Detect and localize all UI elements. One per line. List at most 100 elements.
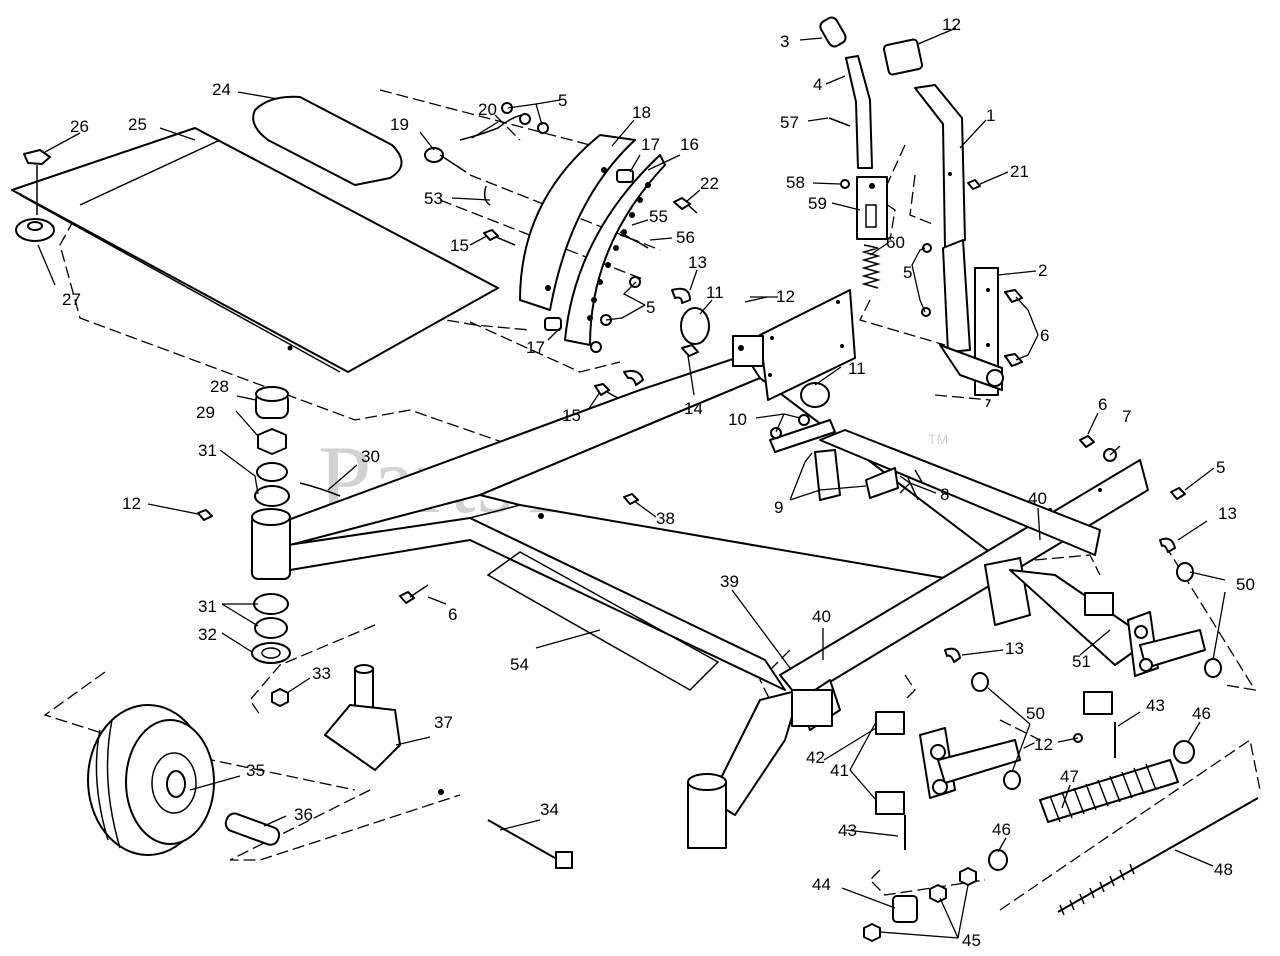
callout-47: 47 (1060, 767, 1079, 786)
callout-17-bottom: 17 (526, 338, 545, 357)
callout-35: 35 (246, 761, 265, 780)
callout-33: 33 (312, 664, 331, 683)
nut-33 (271, 688, 289, 707)
callout-6-handle: 6 (1040, 326, 1049, 345)
main-frame (287, 354, 1149, 816)
handle-left (819, 16, 888, 240)
leader-lines (37, 27, 1226, 939)
callout-13-right: 13 (1218, 504, 1237, 523)
callout-9: 9 (774, 498, 783, 517)
callout-57: 57 (780, 113, 799, 132)
callout-34: 34 (540, 800, 559, 819)
caster-fork (324, 664, 444, 795)
callout-11-bottom: 11 (848, 359, 866, 378)
callout-24: 24 (212, 80, 231, 99)
callout-48: 48 (1214, 860, 1233, 879)
callout-50-lower: 50 (1026, 704, 1045, 723)
link-assembly-9 (769, 414, 899, 501)
callout-27: 27 (62, 290, 81, 309)
callout-18: 18 (632, 103, 651, 122)
callout-60: 60 (886, 233, 905, 252)
callout-labels: 12 3 4 57 1 21 58 59 60 5 2 6 5 18 17 16… (62, 15, 1255, 950)
washers-50 (971, 562, 1222, 790)
callout-58: 58 (786, 173, 805, 192)
callout-45: 45 (962, 931, 981, 950)
adjust-rod (1057, 797, 1259, 916)
handle-bracket (939, 267, 1023, 396)
callout-53: 53 (424, 189, 443, 208)
callout-5-handle: 5 (903, 263, 912, 282)
callout-21: 21 (1010, 162, 1029, 181)
compression-spring (988, 740, 1195, 871)
spring (861, 244, 881, 289)
frame-bolts (399, 435, 1186, 604)
callout-46-right: 46 (1192, 704, 1211, 723)
callout-22: 22 (700, 174, 719, 193)
callout-36: 36 (294, 805, 313, 824)
rear-post (687, 773, 727, 849)
callout-17-top: 17 (641, 135, 660, 154)
callout-59: 59 (808, 194, 827, 213)
wing-knob (23, 149, 51, 215)
frame-decal (486, 551, 720, 691)
clips-13 (944, 537, 1176, 663)
callout-11-top: 11 (706, 283, 724, 302)
callout-19: 19 (390, 115, 409, 134)
callout-5-right: 5 (1216, 458, 1225, 477)
callout-40-upper: 40 (1028, 489, 1047, 508)
callout-6-frame: 6 (448, 605, 457, 624)
callout-31-top: 31 (198, 441, 217, 460)
bushings (623, 287, 830, 408)
callout-5-quadrant: 5 (558, 91, 567, 110)
callout-38: 38 (656, 509, 675, 528)
shield-plate (11, 127, 499, 373)
callout-32: 32 (198, 625, 217, 644)
callout-12-mid: 12 (776, 287, 795, 306)
callout-14: 14 (684, 399, 703, 418)
callout-54: 54 (510, 655, 529, 674)
callout-50-right: 50 (1236, 575, 1255, 594)
callout-12-pivot: 12 (122, 494, 141, 513)
callout-15-top: 15 (450, 236, 469, 255)
hardware-bolts-upper (424, 102, 698, 403)
callout-41: 41 (830, 761, 849, 780)
callout-4: 4 (813, 75, 822, 94)
callout-56: 56 (676, 228, 695, 247)
lift-link-left (919, 727, 1021, 799)
callout-44: 44 (812, 875, 831, 894)
pivot-tube (251, 508, 291, 580)
callout-20: 20 (478, 100, 497, 119)
callout-26: 26 (70, 117, 89, 136)
callout-8: 8 (940, 485, 949, 504)
pin-small (828, 117, 981, 190)
plate-arm-8 (907, 469, 923, 501)
caster-wheel (87, 704, 215, 856)
watermark-trademark: TM (928, 431, 948, 447)
callout-29: 29 (196, 403, 215, 422)
callout-42: 42 (806, 748, 825, 767)
callout-55: 55 (649, 207, 668, 226)
callout-12-lower: 12 (1034, 735, 1053, 754)
nuts-44-45 (863, 867, 977, 942)
lift-link-right (1127, 611, 1206, 677)
pivot-blocks (791, 592, 1114, 815)
callout-15-bottom: 15 (562, 406, 581, 425)
bolts-43 (904, 722, 1116, 850)
callout-2: 2 (1038, 261, 1047, 280)
callout-16: 16 (680, 135, 699, 154)
callout-7: 7 (1122, 407, 1131, 426)
control-quadrant (519, 134, 666, 346)
callout-28: 28 (210, 377, 229, 396)
pivot-hardware (197, 386, 639, 664)
caster-bolt (487, 819, 573, 869)
callout-1: 1 (986, 106, 995, 125)
callout-30: 30 (361, 447, 380, 466)
callout-37: 37 (434, 713, 453, 732)
callout-6-right: 6 (1098, 395, 1107, 414)
callout-10: 10 (728, 410, 747, 429)
caster-spacer (224, 812, 281, 846)
flat-washer (15, 218, 55, 242)
callout-39: 39 (720, 572, 739, 591)
front-plate (759, 289, 856, 401)
